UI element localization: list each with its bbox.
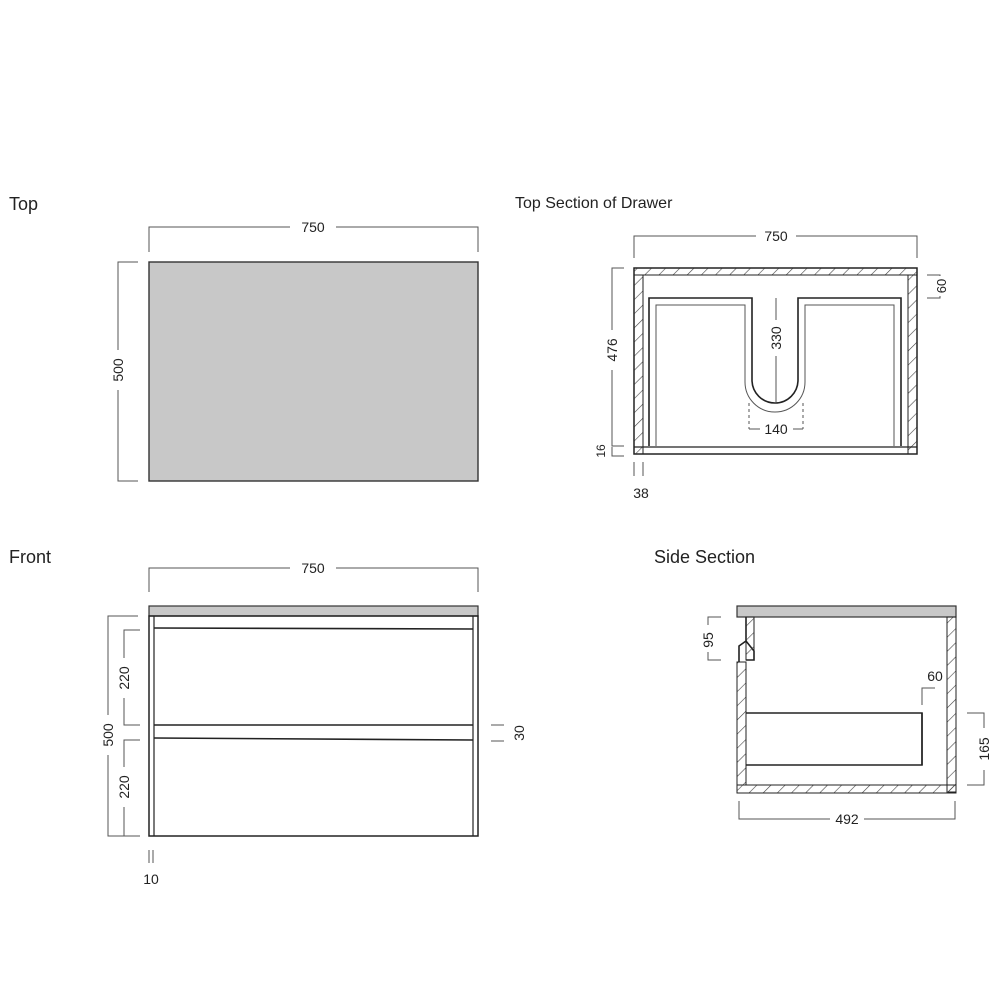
drawer-section-title: Top Section of Drawer bbox=[515, 195, 673, 212]
inner-back-dim: 60 bbox=[927, 668, 943, 684]
drawer-depth-dim: 476 bbox=[604, 338, 620, 362]
cutout-width-dim: 140 bbox=[764, 421, 788, 437]
front-thickness-dim: 16 bbox=[594, 444, 608, 458]
front-width-dim: 750 bbox=[301, 560, 325, 576]
countertop-plan bbox=[148, 261, 479, 482]
side-wall-dim: 38 bbox=[633, 485, 649, 501]
side-section-view: Side Section 95 60 165 492 bbox=[654, 547, 992, 827]
front-view: Front 750 500 220 220 30 10 bbox=[9, 547, 527, 887]
drawer-2-top bbox=[153, 737, 474, 741]
drawer-gap-dim: 30 bbox=[511, 725, 527, 741]
top-width-dim: 750 bbox=[301, 219, 325, 235]
top-view: Top 750 500 bbox=[9, 194, 479, 482]
top-view-title: Top bbox=[9, 194, 38, 214]
side-panel-dim: 10 bbox=[143, 871, 159, 887]
drawer-section-view: Top Section of Drawer 750 330 140 476 16… bbox=[515, 195, 949, 501]
drawer-1-top bbox=[153, 627, 474, 630]
front-height-dim: 500 bbox=[100, 723, 116, 747]
drawer-2-height-dim: 220 bbox=[116, 775, 132, 799]
drawer-width-dim: 750 bbox=[764, 228, 788, 244]
cabinet-body bbox=[148, 615, 479, 837]
top-depth-dim: 500 bbox=[110, 358, 126, 382]
countertop-front bbox=[148, 605, 479, 617]
cutout-depth-dim: 330 bbox=[768, 326, 784, 350]
countertop-side bbox=[736, 605, 957, 618]
front-top-dim: 95 bbox=[700, 632, 716, 648]
drawer-1-height-dim: 220 bbox=[116, 666, 132, 690]
back-gap-dim: 60 bbox=[934, 279, 949, 293]
side-depth-dim: 492 bbox=[835, 811, 859, 827]
side-section-title: Side Section bbox=[654, 547, 755, 567]
drawer-height-side-dim: 165 bbox=[976, 737, 992, 761]
front-view-title: Front bbox=[9, 547, 51, 567]
